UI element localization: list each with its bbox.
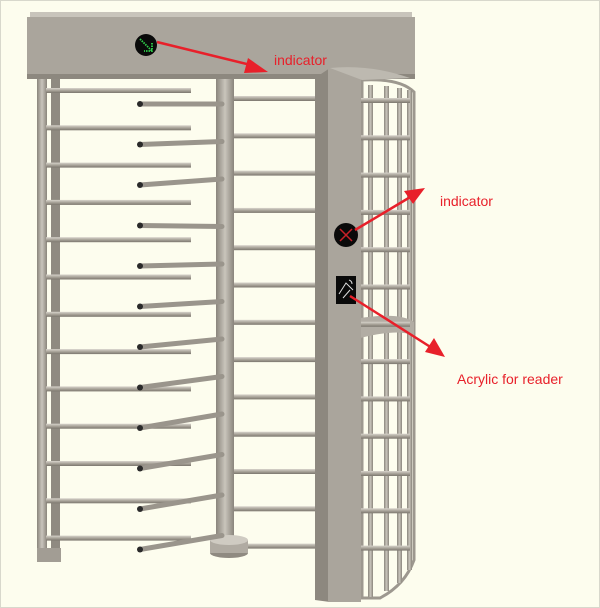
fixed-bar [46,88,191,93]
arm-tip [137,344,143,350]
fixed-bar [234,431,318,437]
fixed-bar [46,199,191,205]
fixed-bar [46,237,191,243]
rotor-arm [137,336,225,350]
fixed-bars-middle [234,96,318,549]
arm-tip [137,425,143,431]
fixed-bar [234,469,318,474]
fixed-bar [360,359,410,365]
fixed-bars-right [360,98,410,551]
rotor-arm [137,261,225,269]
fixed-bar [360,471,410,476]
right-pillar [315,66,410,602]
fixed-bar [360,396,410,402]
annotation-arrows [156,40,445,357]
fixed-bar [46,423,191,429]
fixed-bar [360,172,410,178]
arm-tip [137,222,143,229]
fixed-bar [360,98,410,103]
fixed-bar [360,135,410,141]
fixed-bar [234,357,318,363]
rotor-arm [137,223,225,229]
fixed-bar [360,321,410,327]
fixed-bar [234,133,318,139]
fixed-bar [46,386,191,392]
arm-tip [137,101,143,107]
rotor-post [210,78,248,558]
fixed-bars-left [46,88,191,541]
fixed-bar [360,433,410,439]
fixed-bar [234,394,318,400]
reader-label: Acrylic for reader [457,371,563,387]
arm-tip [137,182,143,188]
fixed-bar [360,247,410,253]
arm-tip [137,141,143,148]
red-x-indicator-icon [334,223,358,247]
arm-tip [137,303,143,310]
rotor-arm [137,299,225,309]
arm-tip [137,384,143,391]
card-reader-icon [336,276,356,304]
green-arrow-indicator-icon [135,34,157,56]
rotor-arm [137,533,225,552]
fixed-bar [234,207,318,213]
top-indicator-label: indicator [274,52,327,68]
fixed-bar [234,96,318,101]
fixed-bar [46,162,191,168]
fixed-bar [360,284,410,290]
rotor-arm [137,452,225,471]
fixed-bar [46,274,191,280]
rotor-arm [137,176,225,188]
rotor-arm [137,374,225,390]
rotor-arms [137,101,225,553]
fixed-bar [234,319,318,325]
rotor-arm [137,139,225,147]
fixed-bar [234,543,318,549]
side-indicator-label: indicator [440,193,493,209]
fixed-bar [46,461,191,466]
fixed-bar [46,498,191,504]
arm-tip [137,506,143,512]
arm-tip [137,263,143,269]
fixed-bar [234,506,318,512]
fixed-bar [234,170,318,176]
fixed-bar [360,545,410,551]
fixed-bar [46,349,191,355]
fixed-bar [234,245,318,251]
fixed-bar [360,508,410,514]
rotor-arm [137,492,225,512]
arm-tip [137,465,143,472]
fixed-bar [46,535,191,541]
fixed-bar [234,282,318,288]
fixed-bar [46,125,191,131]
fixed-bar [46,311,191,317]
arm-tip [137,546,143,553]
rotor-arm [137,411,225,431]
curved-cage [360,78,416,600]
left-frame [37,78,61,562]
